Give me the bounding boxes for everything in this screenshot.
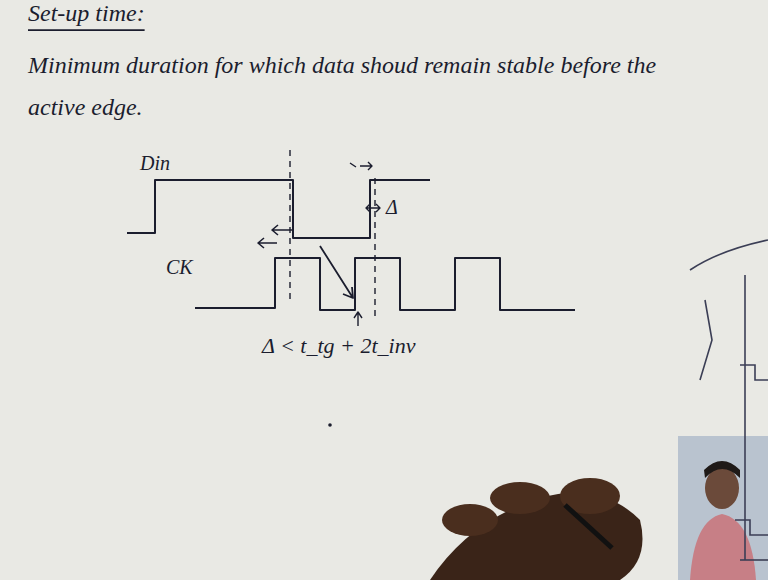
timing-arrow	[272, 225, 292, 235]
heading: Set-up time:	[28, 0, 145, 29]
din-waveform	[127, 180, 430, 238]
timing-arrow	[258, 238, 277, 248]
pen	[565, 505, 612, 548]
definition-note: Minimum duration for which data shoud re…	[28, 44, 668, 128]
dot	[328, 423, 332, 427]
video-inset	[678, 436, 768, 580]
finger	[442, 504, 498, 536]
pointer-arrow	[320, 246, 353, 298]
ck-waveform	[195, 258, 575, 310]
delta-symbol: Δ	[386, 194, 398, 220]
pointer-arrow	[354, 312, 362, 326]
signal-name: Din	[140, 150, 170, 176]
shirt	[690, 514, 756, 580]
signal-name: CK	[166, 254, 193, 280]
partial-sketch	[690, 240, 768, 560]
scribble-mark	[350, 162, 372, 170]
finger	[490, 482, 550, 514]
title-underline	[28, 29, 145, 31]
edge-marker	[289, 150, 290, 300]
timing-condition: Δ < t_tg + 2t_inv	[262, 332, 415, 361]
delta-arrow	[366, 204, 380, 212]
hair	[704, 461, 740, 478]
edge-marker	[374, 178, 375, 320]
